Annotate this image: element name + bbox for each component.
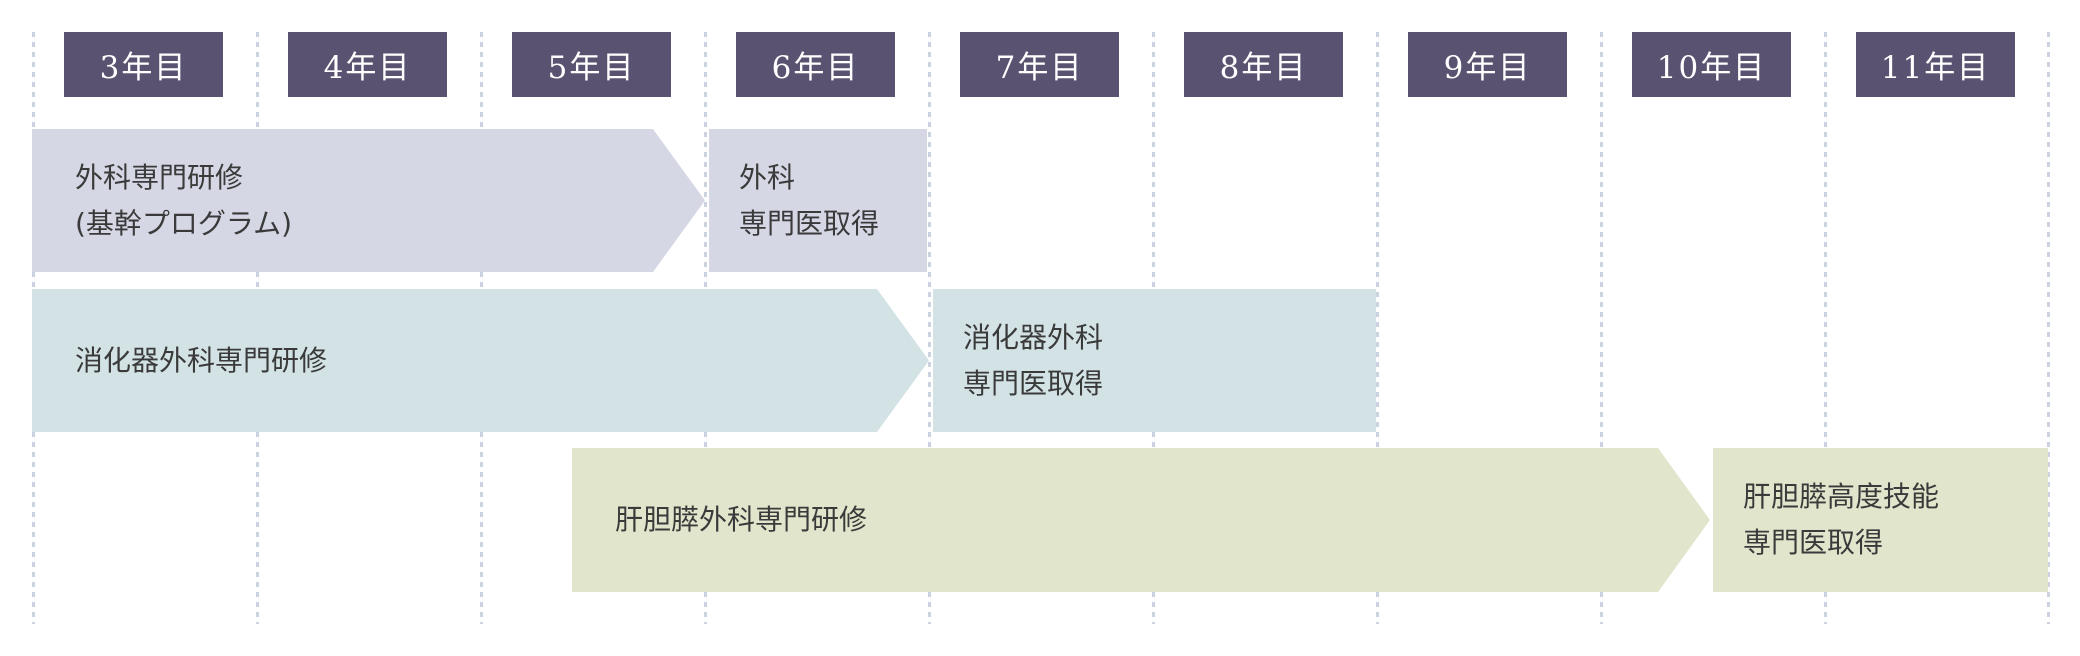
year-label-4: 4年目 [288, 32, 447, 97]
gastro-surgery-certification-box: 消化器外科 専門医取得 [933, 289, 1376, 432]
gridline [1376, 32, 1379, 624]
year-label-3: 3年目 [64, 32, 223, 97]
hpb-certification-label-line2: 専門医取得 [1743, 526, 1884, 559]
surgery-training-label-line1: 外科専門研修 [75, 160, 244, 194]
hpb-certification-box: 肝胆膵高度技能 専門医取得 [1713, 448, 2048, 592]
surgery-training-label-line2: (基幹プログラム) [75, 206, 293, 240]
surgery-certification-label-line2: 専門医取得 [739, 206, 880, 240]
hpb-surgery-training-label: 肝胆膵外科専門研修 [615, 503, 868, 536]
gridline [2047, 32, 2050, 624]
gastro-surgery-training-arrow: 消化器外科専門研修 [32, 289, 929, 432]
year-label-11: 11年目 [1856, 32, 2015, 97]
gridline [1600, 32, 1603, 624]
gridline [1824, 32, 1827, 624]
surgery-certification-box: 外科 専門医取得 [709, 129, 927, 272]
gridline [928, 32, 931, 624]
year-label-6: 6年目 [736, 32, 895, 97]
hpb-certification-label-line1: 肝胆膵高度技能 [1743, 480, 1940, 513]
surgery-training-arrow: 外科専門研修 (基幹プログラム) [32, 129, 705, 272]
gastro-surgery-certification-label-line2: 専門医取得 [963, 366, 1104, 400]
year-label-10: 10年目 [1632, 32, 1791, 97]
hpb-surgery-training-arrow: 肝胆膵外科専門研修 [572, 448, 1710, 592]
gastro-surgery-certification-label-line1: 消化器外科 [963, 320, 1104, 354]
surgery-certification-label-line1: 外科 [739, 160, 796, 194]
gastro-surgery-training-label: 消化器外科専門研修 [75, 343, 328, 377]
year-label-5: 5年目 [512, 32, 671, 97]
year-label-8: 8年目 [1184, 32, 1343, 97]
year-label-9: 9年目 [1408, 32, 1567, 97]
year-label-7: 7年目 [960, 32, 1119, 97]
